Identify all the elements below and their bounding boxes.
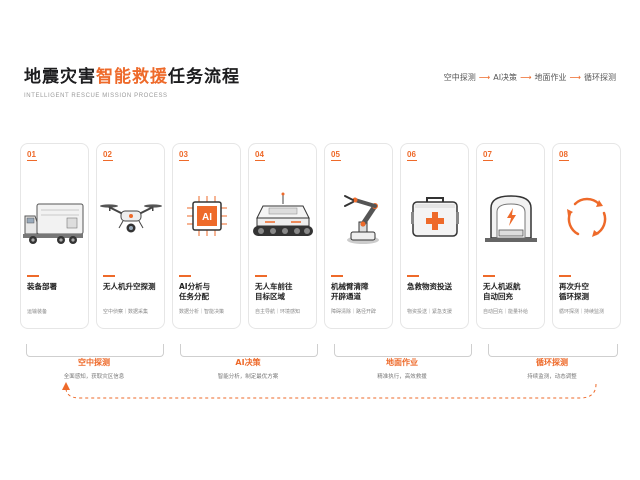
step-card: 07 无人机返航 自动回充 自动回充｜能量补给	[476, 143, 545, 329]
number-underline	[179, 160, 189, 161]
accent-bar	[483, 275, 495, 277]
step-card: 05 机械臂清障 开辟通道 障碍清除｜路径开辟	[324, 143, 393, 329]
step-number: 01	[27, 150, 36, 159]
number-underline	[103, 160, 113, 161]
accent-bar	[331, 275, 343, 277]
accent-bar	[103, 275, 115, 277]
step-card: 06 急救物资投送 物资投送｜紧急支援	[400, 143, 469, 329]
step-number: 03	[179, 150, 188, 159]
top-flow-item: AI决策	[493, 73, 518, 82]
phase-label: AI决策	[231, 357, 265, 368]
charging-station-icon	[485, 195, 537, 242]
cycle-icon	[567, 197, 607, 237]
step-card: 01 装备部署 运输装备	[20, 143, 89, 329]
step-title: 无人机升空探测	[103, 282, 156, 291]
step-number: 04	[255, 150, 264, 159]
number-underline	[483, 160, 493, 161]
step-desc: 数据分析｜智能决策	[179, 309, 225, 315]
number-underline	[255, 160, 265, 161]
arrow-right-icon: ⟶	[520, 73, 532, 82]
top-flow-item: 空中探测	[443, 73, 476, 82]
step-number: 07	[483, 150, 492, 159]
step-title: 机械臂清障 开辟通道	[331, 282, 369, 301]
step-number: 02	[103, 150, 112, 159]
phase-air-detection: 空中探测 全面感知，获取灾区信息	[26, 350, 162, 380]
step-title: 装备部署	[27, 282, 57, 291]
phase-bracket	[334, 344, 472, 357]
step-desc: 自动回充｜能量补给	[483, 309, 529, 315]
top-flow-item: 循环探测	[584, 73, 616, 82]
phase-bracket	[488, 344, 618, 357]
step-card: 02 无人机升空探测 空中侦察｜数据采集	[96, 143, 165, 329]
drone-icon	[100, 204, 162, 233]
step-number: 08	[559, 150, 568, 159]
accent-bar	[407, 275, 419, 277]
step-desc: 运输装备	[27, 309, 48, 315]
number-underline	[331, 160, 341, 161]
top-flow: 空中探测 ⟶ AI决策 ⟶ 地面作业 ⟶ 循环探测	[444, 72, 616, 83]
step-desc: 空中侦察｜数据采集	[103, 309, 149, 315]
step-title: 再次升空 循环探测	[559, 282, 589, 301]
step-number: 06	[407, 150, 416, 159]
accent-bar	[559, 275, 571, 277]
step-desc: 自主导航｜环境感知	[255, 309, 301, 315]
robot-arm-icon	[344, 195, 379, 244]
step-desc: 循环探测｜持续监测	[559, 309, 605, 315]
accent-bar	[27, 275, 39, 277]
phase-desc: 精准执行，高效救援	[377, 374, 427, 380]
title-suffix: 任务流程	[168, 67, 240, 87]
step-title: 无人机返航 自动回充	[483, 282, 521, 301]
phase-label: 循环探测	[532, 357, 572, 368]
arrow-right-icon: ⟶	[478, 73, 491, 82]
accent-bar	[255, 275, 267, 277]
step-title: AI分析与 任务分配	[179, 282, 211, 301]
top-flow-item: 地面作业	[534, 73, 567, 82]
step-number: 05	[331, 150, 340, 159]
title-block: 地震灾害智能救援任务流程 INTELLIGENT RESCUE MISSION …	[24, 62, 240, 99]
number-underline	[407, 160, 417, 161]
accent-bar	[179, 275, 191, 277]
step-card: 08 再次升空 循环探测 循环探测｜持续监测	[552, 143, 621, 329]
svg-text:AI: AI	[202, 212, 212, 223]
ai-chip-icon: AI	[187, 196, 227, 236]
step-cards: 01 装备部署 运输装备 02	[20, 143, 621, 329]
step-desc: 障碍清除｜路径开辟	[331, 309, 377, 315]
title-prefix: 地震灾害	[24, 67, 96, 87]
number-underline	[27, 160, 37, 161]
phase-bracket	[180, 344, 318, 357]
arrow-right-icon: ⟶	[569, 73, 581, 82]
truck-icon	[23, 203, 84, 244]
page-subtitle: INTELLIGENT RESCUE MISSION PROCESS	[24, 93, 168, 99]
page-title: 地震灾害智能救援任务流程	[24, 62, 240, 87]
phase-ground-operation: 地面作业 精准执行，高效救援	[334, 350, 470, 380]
phase-label: 空中探测	[74, 357, 114, 368]
number-underline	[559, 160, 569, 161]
first-aid-kit-icon	[411, 197, 459, 237]
phase-desc: 全面感知，获取灾区信息	[63, 374, 125, 380]
step-card: 03 AI AI分析与 任务分配 数据分析｜智能决策	[172, 143, 241, 329]
title-highlight: 智能救援	[96, 67, 168, 87]
step-title: 急救物资投送	[407, 282, 452, 291]
step-title: 无人车前往 目标区域	[255, 282, 293, 301]
phase-desc: 持续监测，动态调整	[527, 374, 577, 380]
phase-bracket	[26, 344, 164, 357]
robot-vehicle-icon	[253, 192, 313, 236]
phase-desc: 智能分析，制定最优方案	[217, 374, 279, 380]
step-card: 04 无人车前往 目标区域 自主导航｜环境感知	[248, 143, 317, 329]
step-desc: 物资投送｜紧急支援	[407, 309, 453, 315]
phase-label: 地面作业	[382, 357, 422, 368]
phase-ai-decision: AI决策 智能分析，制定最优方案	[180, 350, 316, 380]
phase-cycle-detection: 循环探测 持续监测，动态调整	[488, 350, 616, 380]
